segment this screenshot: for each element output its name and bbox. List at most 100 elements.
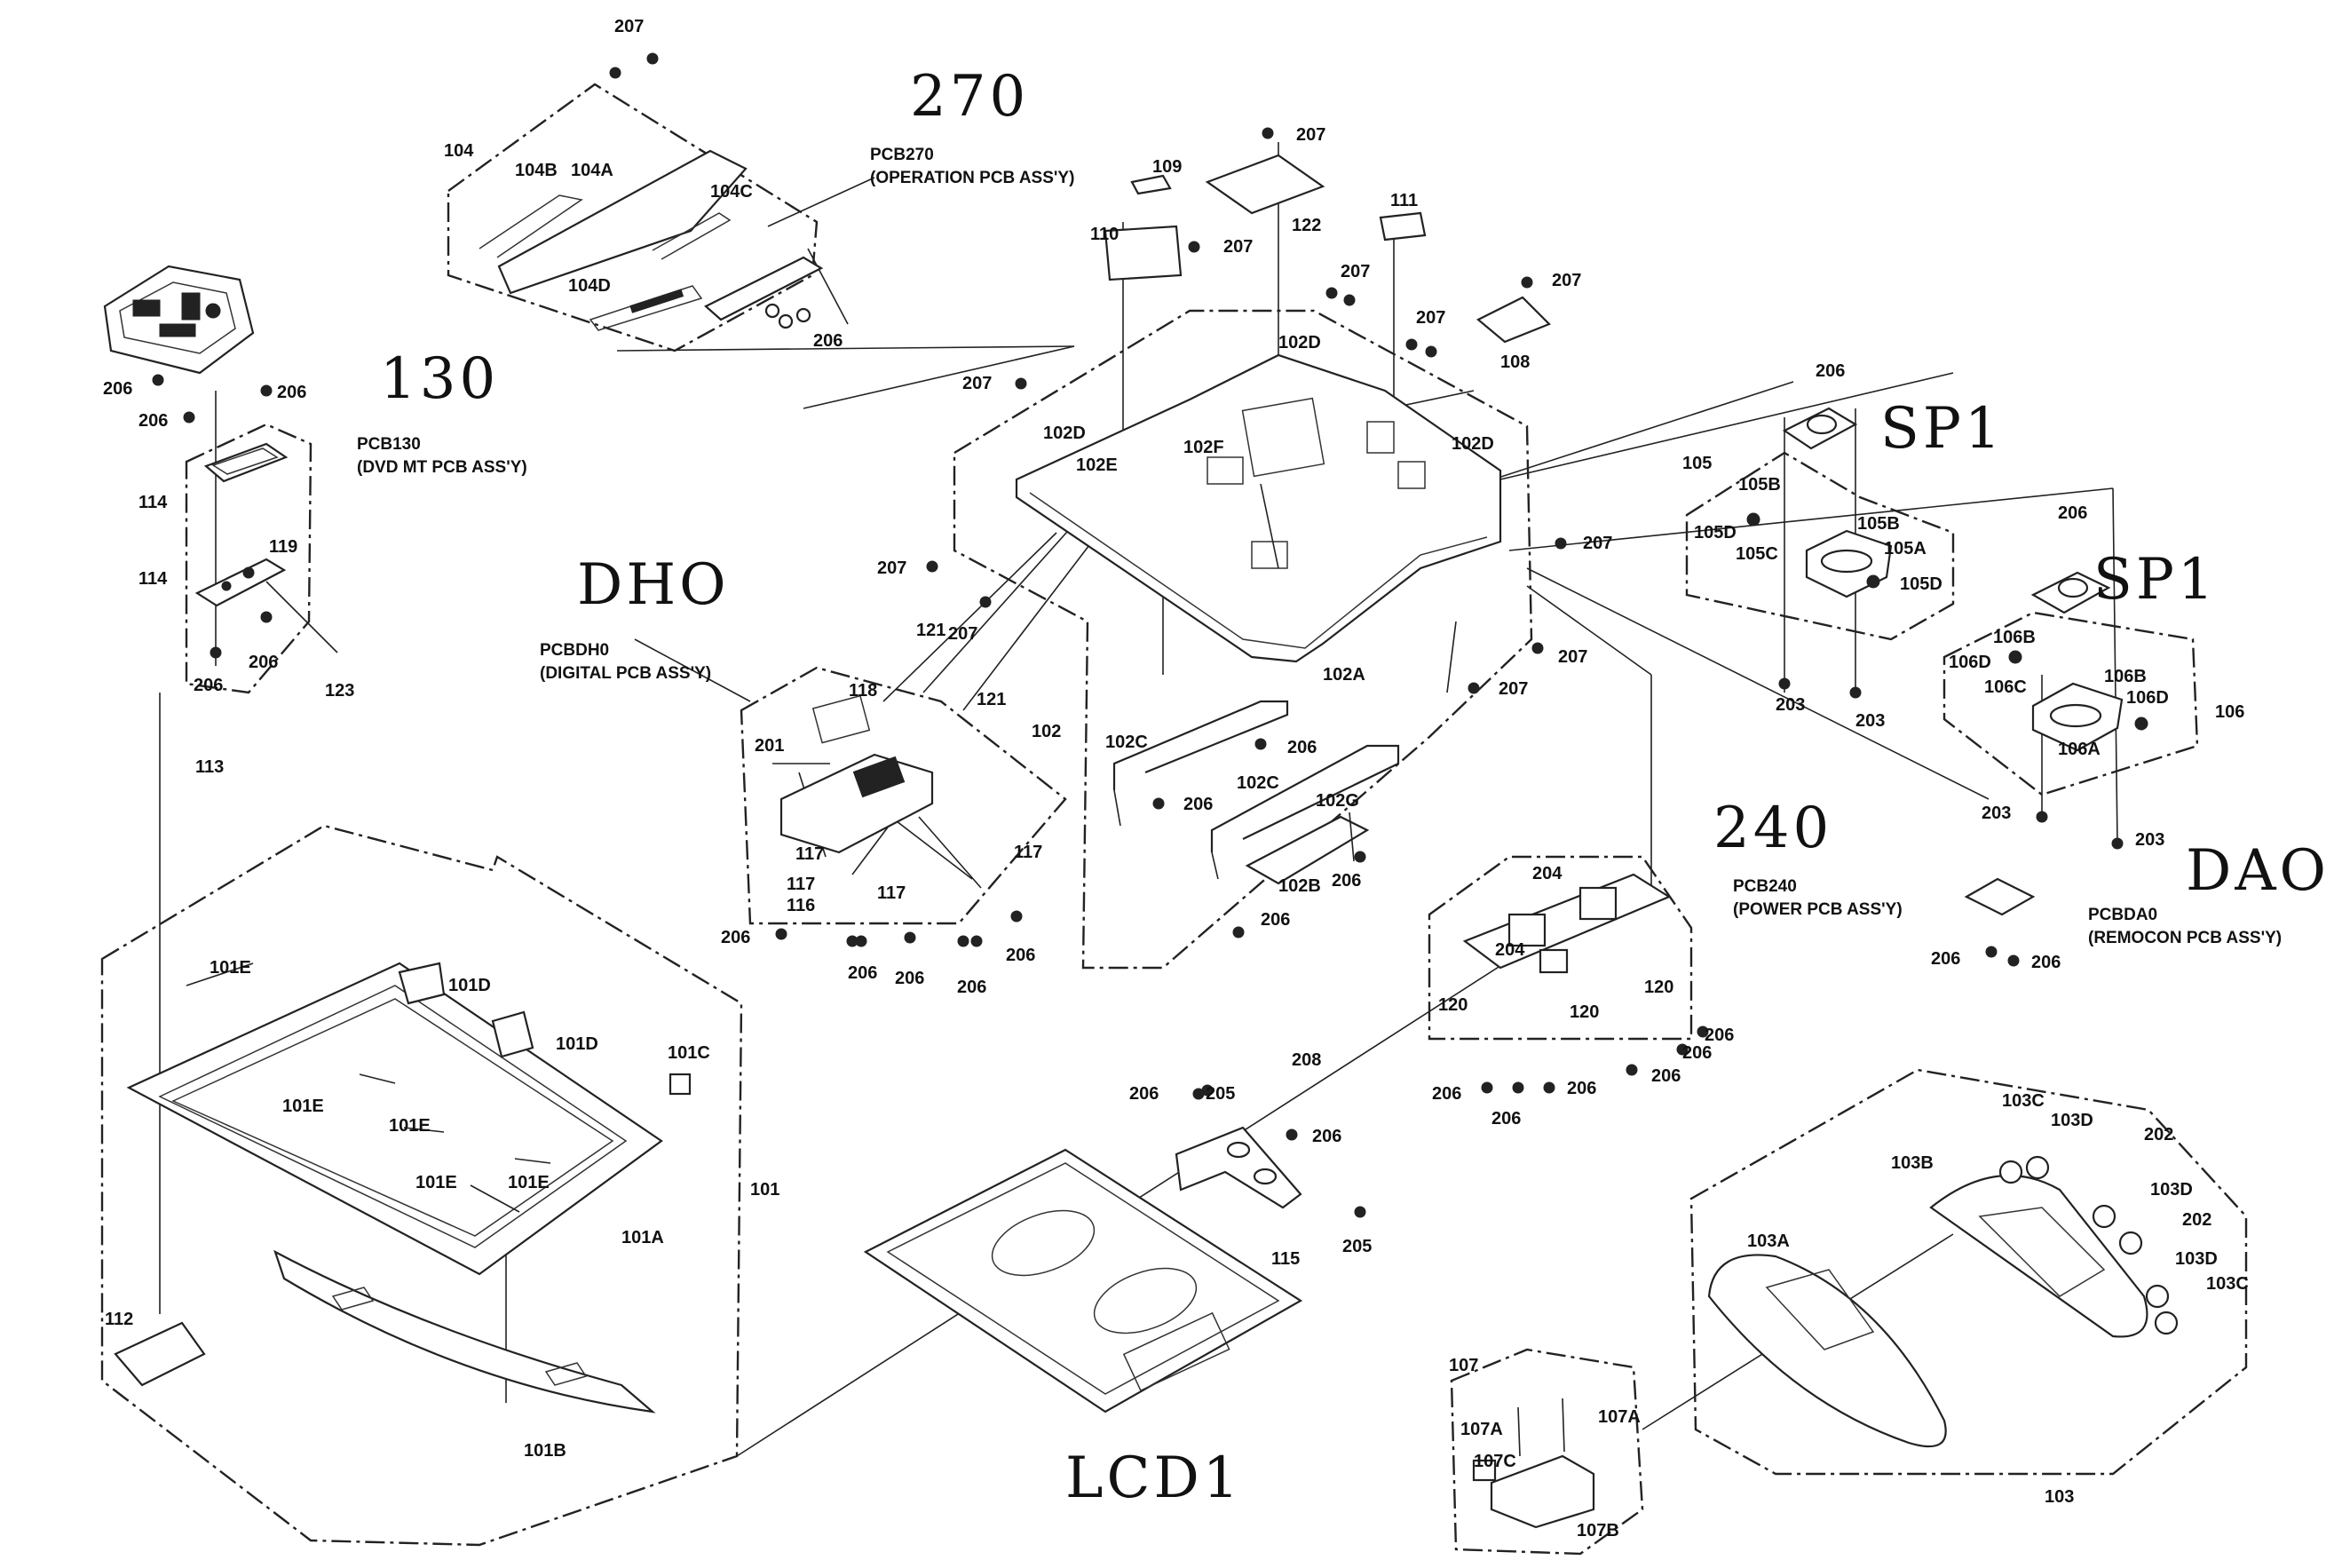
callout-label: 203 bbox=[1776, 695, 1805, 715]
callout-label: 114 bbox=[138, 569, 168, 589]
callout-label: 101E bbox=[389, 1116, 431, 1136]
pcb240-board bbox=[1462, 873, 1672, 974]
callout-label: 102E bbox=[1076, 455, 1118, 475]
board-119 bbox=[194, 558, 287, 607]
callout-label: 206 bbox=[1931, 949, 1960, 969]
callout-label: 101E bbox=[282, 1097, 324, 1116]
callout-label: 206 bbox=[103, 379, 132, 399]
callout-label: 104A bbox=[571, 161, 613, 180]
callout-label: 105 bbox=[1682, 454, 1712, 473]
callout-label: 110 bbox=[1090, 225, 1119, 244]
group-101-outline bbox=[100, 824, 743, 1547]
callout-label: 207 bbox=[1341, 262, 1370, 281]
bracket-115 bbox=[1175, 1126, 1302, 1209]
pcb130-desc: (DVD MT PCB ASS'Y) bbox=[357, 458, 527, 477]
callout-label: 202 bbox=[2182, 1210, 2211, 1230]
callout-label: 206 bbox=[1432, 1084, 1461, 1104]
callout-label: 101B bbox=[524, 1441, 566, 1461]
group-pcb130-outline bbox=[185, 423, 313, 694]
group-103-outline bbox=[1689, 1068, 2248, 1476]
callout-label: 204 bbox=[1495, 940, 1525, 960]
callout-label: 103C bbox=[2206, 1274, 2249, 1294]
callout-label: 207 bbox=[877, 558, 906, 578]
callout-label: 207 bbox=[962, 374, 992, 393]
callout-label: 207 bbox=[1583, 534, 1612, 553]
callout-label: 206 bbox=[1705, 1026, 1734, 1045]
group-pcb240-outline bbox=[1428, 855, 1693, 1041]
callout-label: 203 bbox=[1982, 804, 2011, 823]
callout-label: 103B bbox=[1891, 1153, 1934, 1173]
callout-label: 206 bbox=[1651, 1066, 1681, 1086]
group-107-outline bbox=[1450, 1348, 1644, 1556]
callout-label: 105B bbox=[1738, 475, 1781, 495]
stand-103b bbox=[1929, 1155, 2179, 1338]
callout-label: 206 bbox=[895, 969, 924, 988]
callout-label: 102B bbox=[1278, 876, 1321, 896]
callout-label: 102D bbox=[1452, 434, 1494, 454]
callout-label: 101E bbox=[210, 958, 251, 978]
callout-label: 103D bbox=[2051, 1111, 2093, 1130]
callout-label: 119 bbox=[269, 537, 297, 557]
pcbda0-name: PCBDA0 bbox=[2088, 906, 2157, 924]
handwritten-dao: DAO bbox=[2186, 838, 2330, 904]
callout-label: 120 bbox=[1438, 995, 1468, 1015]
callout-label: 106B bbox=[1993, 628, 2036, 647]
callout-label: 206 bbox=[249, 653, 278, 672]
callout-label: 107 bbox=[1449, 1356, 1478, 1375]
callout-label: 105A bbox=[1884, 539, 1927, 558]
callout-label: 206 bbox=[1816, 361, 1845, 381]
callout-label: 103D bbox=[2150, 1180, 2193, 1200]
handwritten-270: 270 bbox=[910, 64, 1029, 130]
callout-label: 113 bbox=[195, 757, 224, 777]
callout-label: 101 bbox=[750, 1180, 779, 1200]
callout-label: 117 bbox=[1014, 843, 1042, 862]
pcb270-board bbox=[704, 256, 824, 329]
callout-label: 206 bbox=[277, 383, 306, 402]
callout-label: 206 bbox=[1006, 946, 1035, 965]
callout-label: 121 bbox=[916, 621, 945, 640]
callout-label: 111 bbox=[1390, 191, 1418, 210]
dvd-mechanism bbox=[103, 265, 255, 375]
callout-label: 205 bbox=[1206, 1084, 1235, 1104]
sheet-112 bbox=[114, 1321, 206, 1387]
cover-plate-122 bbox=[1205, 154, 1325, 215]
callout-label: 206 bbox=[2031, 953, 2061, 972]
callout-label: 207 bbox=[1499, 679, 1528, 699]
callout-labels: 207 104 104A 104B 104C 104D 206 206 206 … bbox=[103, 17, 2249, 1540]
callout-label: 207 bbox=[1223, 237, 1253, 257]
pcb270-name: PCB270 bbox=[870, 146, 934, 164]
callout-label: 121 bbox=[977, 690, 1006, 709]
callout-label: 206 bbox=[1491, 1109, 1521, 1128]
callout-label: 116 bbox=[787, 896, 815, 915]
callout-label: 103C bbox=[2002, 1091, 2045, 1111]
callout-label: 206 bbox=[1261, 910, 1290, 930]
callout-label: 106D bbox=[1949, 653, 1991, 672]
callout-label: 206 bbox=[1332, 871, 1361, 891]
callout-label: 114 bbox=[138, 493, 168, 512]
callout-label: 201 bbox=[755, 736, 784, 756]
callout-label: 105B bbox=[1857, 514, 1900, 534]
front-bezel-101 bbox=[126, 962, 692, 1276]
callout-label: 206 bbox=[721, 928, 750, 947]
callout-label: 123 bbox=[325, 681, 354, 701]
callout-label: 104 bbox=[444, 141, 474, 161]
speaker-sp1-lower bbox=[2030, 571, 2111, 614]
callout-label: 206 bbox=[957, 978, 986, 997]
pcb130-name: PCB130 bbox=[357, 435, 421, 454]
callout-label: 106A bbox=[2058, 740, 2101, 759]
pcbdh0-board bbox=[772, 694, 934, 854]
callout-label: 206 bbox=[2058, 503, 2087, 523]
callout-label: 207 bbox=[948, 624, 977, 644]
callout-label: 102F bbox=[1183, 438, 1224, 457]
callout-label: 202 bbox=[2144, 1125, 2173, 1144]
callout-label: 104C bbox=[710, 182, 753, 202]
callout-label: 107A bbox=[1598, 1407, 1641, 1427]
handwritten-sp1-lower: SP1 bbox=[2093, 547, 2218, 613]
callout-label: 206 bbox=[1682, 1043, 1712, 1063]
callout-label: 102D bbox=[1278, 333, 1321, 352]
callout-label: 101C bbox=[668, 1043, 710, 1063]
bracket-102c-upper bbox=[1112, 700, 1289, 827]
callout-label: 206 bbox=[848, 963, 877, 983]
callout-label: 206 bbox=[1129, 1084, 1159, 1104]
